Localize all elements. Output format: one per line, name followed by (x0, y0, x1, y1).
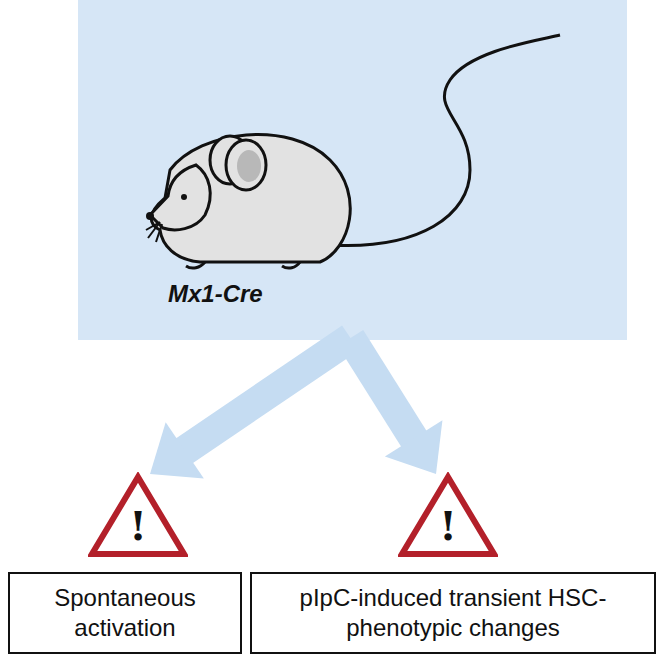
mouse-whiskers (146, 222, 162, 242)
outcome-label: Spontaneous activation (18, 583, 232, 643)
warning-mark: ! (129, 506, 147, 546)
outcome-box: pIpC-induced transient HSC-phenotypic ch… (250, 572, 656, 654)
mouse-feet (186, 262, 300, 268)
triangle-shape (92, 477, 184, 554)
mouse-tail (330, 35, 560, 245)
outcome-box: Spontaneous activation (8, 572, 242, 654)
warning-mark: ! (439, 506, 457, 546)
warning-triangle: ! (88, 472, 188, 558)
arrow-shaft (183, 338, 350, 452)
arrow-head (385, 420, 443, 474)
split-arrow (351, 338, 443, 474)
split-arrow (150, 338, 351, 479)
mouse-nose (146, 212, 154, 220)
model-panel: Mx1-Cre (78, 0, 627, 340)
strain-label: Mx1-Cre (168, 280, 263, 308)
mouse-inner-ear (237, 150, 261, 182)
warning-triangle: ! (398, 472, 498, 558)
arrow-shaft (351, 338, 415, 440)
outcome-label: pIpC-induced transient HSC-phenotypic ch… (260, 583, 646, 643)
mouse-head (150, 165, 210, 230)
model-panel (78, 0, 627, 340)
mouse-eye (181, 194, 187, 200)
triangle-shape (402, 477, 494, 554)
mouse-ear (226, 140, 266, 190)
arrow-head (150, 422, 204, 478)
